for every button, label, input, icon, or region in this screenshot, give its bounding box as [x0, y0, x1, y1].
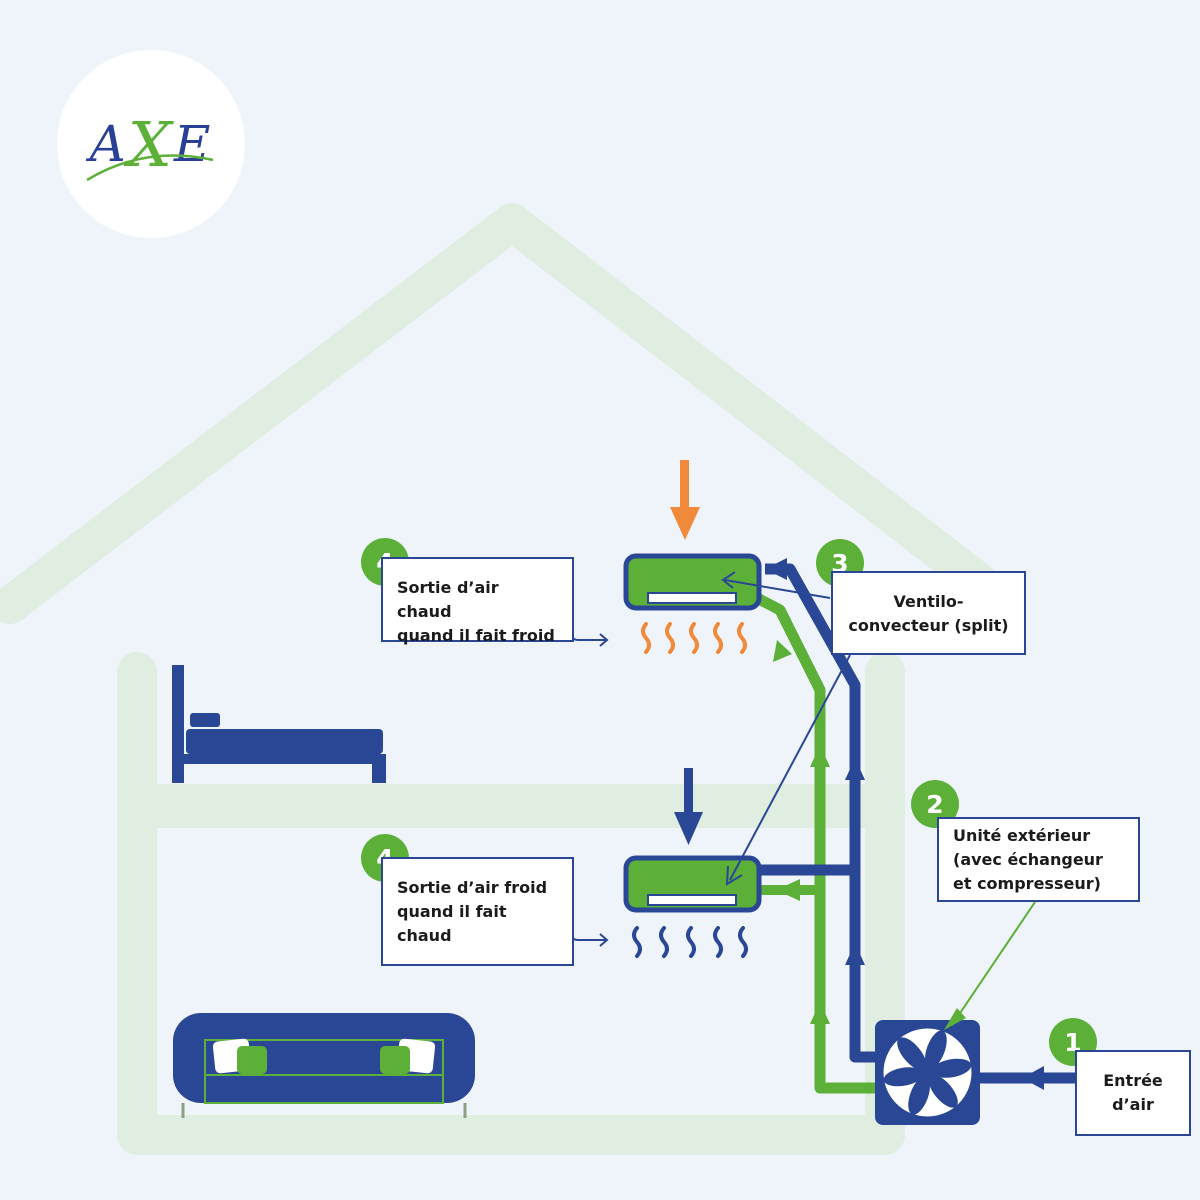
label-line: Unité extérieur: [953, 826, 1091, 845]
logo-letter-x: X: [127, 107, 174, 181]
label-hot-air-output: Sortie d’air chaud quand il fait froid: [381, 557, 574, 645]
ac-unit-icon: [623, 768, 762, 913]
label-line: quand il fait froid: [397, 626, 555, 645]
label-line: Ventilo-: [893, 592, 964, 611]
label-line: convecteur (split): [848, 616, 1009, 635]
label-line: d’air: [1112, 1095, 1154, 1114]
ac-unit-icon: [623, 460, 762, 611]
label-outdoor-unit: Unité extérieur (avec échangeur et compr…: [937, 817, 1140, 902]
label-line: (avec échangeur: [953, 850, 1103, 869]
label-line: quand il fait: [397, 902, 507, 921]
fan-icon: [875, 1020, 980, 1125]
label-line: et compresseur): [953, 874, 1101, 893]
logo-swoosh-icon: [86, 154, 214, 182]
bed-icon: [172, 665, 386, 783]
house-outline: [0, 203, 1019, 1155]
label-air-intake: Entrée d’air: [1075, 1050, 1191, 1136]
cold-wave-icon: [632, 926, 748, 958]
label-line: chaud: [397, 926, 452, 945]
label-cold-air-output: Sortie d’air froid quand il fait chaud: [381, 857, 574, 966]
axe-logo: A X E: [57, 50, 245, 238]
flow-arrows: [765, 558, 1044, 1090]
label-line: Entrée: [1103, 1071, 1163, 1090]
label-fan-coil: Ventilo- convecteur (split): [831, 571, 1026, 655]
sofa-icon: [173, 1013, 475, 1118]
logo-letter-e: E: [173, 115, 213, 173]
label-line: Sortie d’air froid: [397, 878, 548, 897]
label-line: Sortie d’air chaud: [397, 578, 499, 621]
heat-wave-icon: [641, 622, 747, 654]
